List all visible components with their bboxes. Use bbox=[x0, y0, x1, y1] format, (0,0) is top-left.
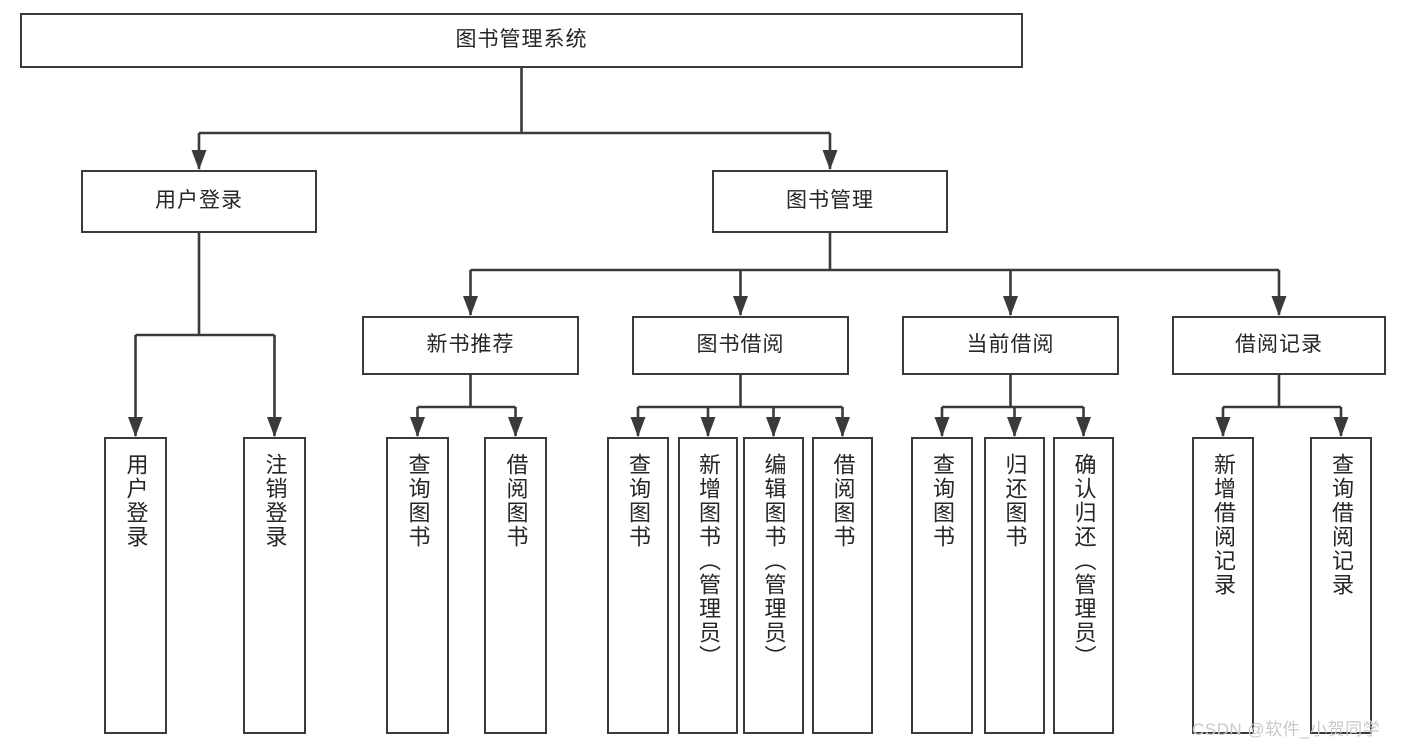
node-label: 新书推荐 bbox=[426, 333, 515, 357]
node-label: 归还图书 bbox=[1002, 453, 1028, 549]
node-l4-3[interactable]: 查询图书 bbox=[386, 437, 449, 734]
arrow-head-icon bbox=[410, 417, 425, 437]
arrow-head-icon bbox=[1215, 417, 1231, 437]
node-l4-7[interactable]: 编辑图书（管理员） bbox=[743, 437, 804, 734]
node-l4-4[interactable]: 借阅图书 bbox=[484, 437, 547, 734]
node-l4-10[interactable]: 归还图书 bbox=[984, 437, 1045, 734]
arrow-head-icon bbox=[1333, 417, 1349, 437]
node-l2-1[interactable]: 用户登录 bbox=[81, 170, 317, 233]
node-label: 用户登录 bbox=[123, 453, 149, 549]
arrow-head-icon bbox=[128, 417, 143, 437]
arrow-head-icon bbox=[700, 417, 716, 437]
node-label: 借阅图书 bbox=[503, 453, 529, 549]
node-label: 查询借阅记录 bbox=[1328, 453, 1354, 597]
node-label: 借阅记录 bbox=[1235, 333, 1323, 357]
node-label: 查询图书 bbox=[405, 453, 431, 549]
node-l3-1[interactable]: 新书推荐 bbox=[362, 316, 579, 375]
node-label: 图书管理 bbox=[786, 189, 874, 213]
node-l3-3[interactable]: 当前借阅 bbox=[902, 316, 1119, 375]
node-l4-11[interactable]: 确认归还（管理员） bbox=[1053, 437, 1114, 734]
arrow-head-icon bbox=[1007, 417, 1022, 437]
node-label: 编辑图书（管理员） bbox=[761, 453, 787, 669]
node-l4-6[interactable]: 新增图书（管理员） bbox=[678, 437, 738, 734]
arrow-head-icon bbox=[1271, 296, 1287, 316]
node-l4-12[interactable]: 新增借阅记录 bbox=[1192, 437, 1254, 734]
arrow-head-icon bbox=[630, 417, 646, 437]
arrow-head-icon bbox=[934, 417, 950, 437]
arrow-head-icon bbox=[508, 417, 523, 437]
arrow-head-icon bbox=[267, 417, 282, 437]
node-label: 新增借阅记录 bbox=[1210, 453, 1236, 597]
node-l4-8[interactable]: 借阅图书 bbox=[812, 437, 873, 734]
node-root[interactable]: 图书管理系统 bbox=[20, 13, 1023, 68]
node-label: 确认归还（管理员） bbox=[1071, 453, 1097, 669]
arrow-head-icon bbox=[822, 150, 838, 170]
arrow-head-icon bbox=[733, 296, 748, 316]
node-label: 新增图书（管理员） bbox=[695, 453, 721, 669]
node-label: 用户登录 bbox=[155, 189, 243, 213]
node-label: 借阅图书 bbox=[830, 453, 856, 549]
node-label: 查询图书 bbox=[929, 453, 955, 549]
arrow-head-icon bbox=[766, 417, 781, 437]
node-l4-13[interactable]: 查询借阅记录 bbox=[1310, 437, 1372, 734]
node-label: 当前借阅 bbox=[966, 333, 1055, 357]
arrow-head-icon bbox=[835, 417, 850, 437]
node-label: 图书借阅 bbox=[696, 333, 785, 357]
node-l3-4[interactable]: 借阅记录 bbox=[1172, 316, 1386, 375]
node-label: 图书管理系统 bbox=[455, 28, 588, 52]
node-l4-9[interactable]: 查询图书 bbox=[911, 437, 973, 734]
arrow-head-icon bbox=[1003, 296, 1018, 316]
arrow-head-icon bbox=[1076, 417, 1091, 437]
node-l4-5[interactable]: 查询图书 bbox=[607, 437, 669, 734]
node-l4-1[interactable]: 用户登录 bbox=[104, 437, 167, 734]
node-l3-2[interactable]: 图书借阅 bbox=[632, 316, 849, 375]
node-label: 查询图书 bbox=[625, 453, 651, 549]
arrow-head-icon bbox=[463, 296, 478, 316]
arrow-head-icon bbox=[191, 150, 207, 170]
node-l4-2[interactable]: 注销登录 bbox=[243, 437, 306, 734]
node-l2-2[interactable]: 图书管理 bbox=[712, 170, 948, 233]
node-label: 注销登录 bbox=[262, 453, 288, 549]
